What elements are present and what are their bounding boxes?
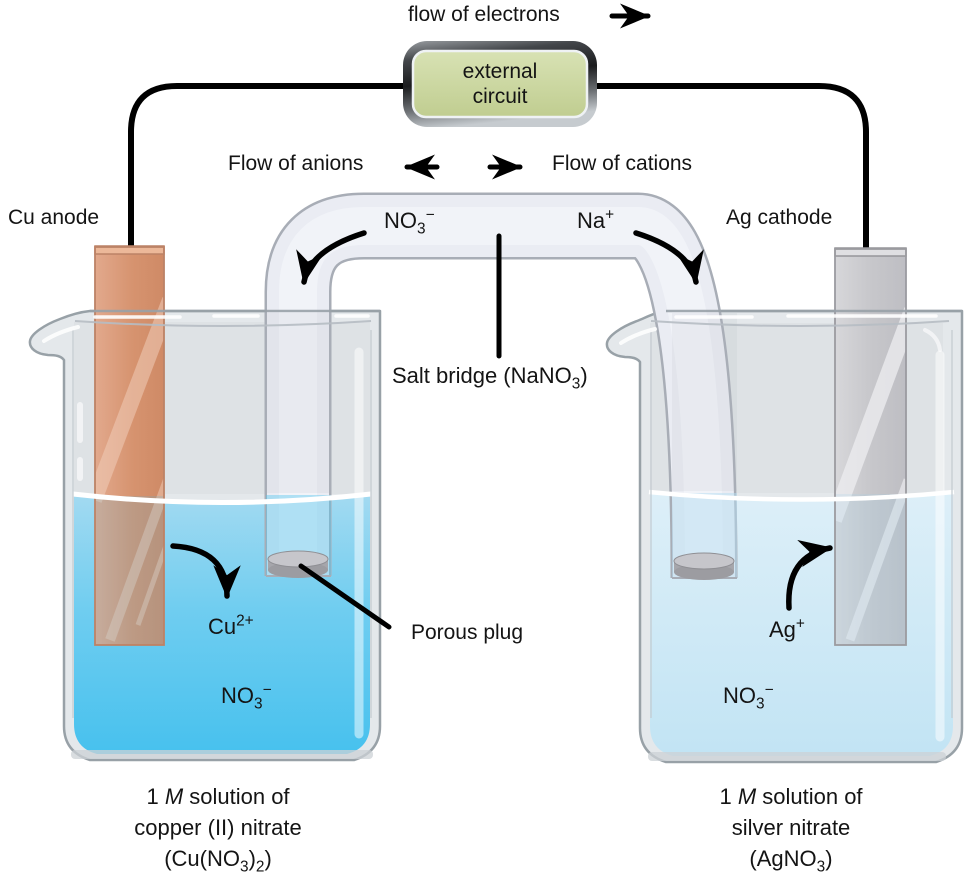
circuit-wires [128, 83, 869, 252]
porous-plug-right [673, 552, 735, 580]
ag-ion-label: Ag+ [769, 615, 805, 642]
left-anion-label: NO3− [221, 681, 272, 713]
tube-cation-label: Na+ [577, 206, 615, 233]
flow-of-electrons-label: flow of electrons [408, 3, 560, 26]
glass-front-details [42, 309, 962, 761]
left-caption-line-1: 1 M solution of [146, 784, 290, 809]
water-surfaces [72, 489, 955, 505]
right-beaker-caption: 1 M solution of silver nitrate (AgNO3) [641, 781, 941, 876]
external-circuit-label: external circuit [462, 60, 538, 108]
tube-anion-arrow [296, 230, 367, 285]
right-beaker-glass [605, 309, 964, 764]
right-caption-line-2: silver nitrate [731, 815, 851, 840]
left-beaker-caption: 1 M solution of copper (II) nitrate (Cu(… [68, 781, 368, 876]
cu-ion-label: Cu2+ [208, 612, 254, 639]
ag-ion-arrow [786, 540, 833, 611]
annotation-arrows [170, 3, 833, 630]
external-circuit-box [403, 41, 597, 127]
copper-electrode [94, 245, 165, 646]
left-caption-line-3: (Cu(NO3)2) [164, 846, 272, 876]
porous-plug-left [267, 550, 329, 578]
porous-plug-label: Porous plug [410, 621, 524, 644]
wire-left [128, 83, 404, 250]
tube-cation-arrow [633, 230, 704, 285]
right-caption-line-3: (AgNO3) [749, 846, 833, 876]
right-caption-line-1: 1 M solution of [719, 784, 863, 809]
porous-plug-pointer [298, 563, 392, 630]
tube-anion-label: NO3− [384, 206, 435, 238]
ag-cathode-label: Ag cathode [726, 206, 833, 229]
left-caption-line-2: copper (II) nitrate [134, 815, 302, 840]
cu-anode-label: Cu anode [8, 206, 100, 229]
flow-of-anions-label: Flow of anions [228, 152, 364, 175]
silver-electrode [834, 247, 907, 646]
salt-bridge-label: Salt bridge (NaNO3) [392, 363, 588, 393]
right-anion-label: NO3− [723, 681, 774, 713]
cu-ion-arrow [170, 543, 241, 599]
flow-of-cations-label: Flow of cations [552, 152, 693, 175]
wire-right [596, 83, 869, 252]
